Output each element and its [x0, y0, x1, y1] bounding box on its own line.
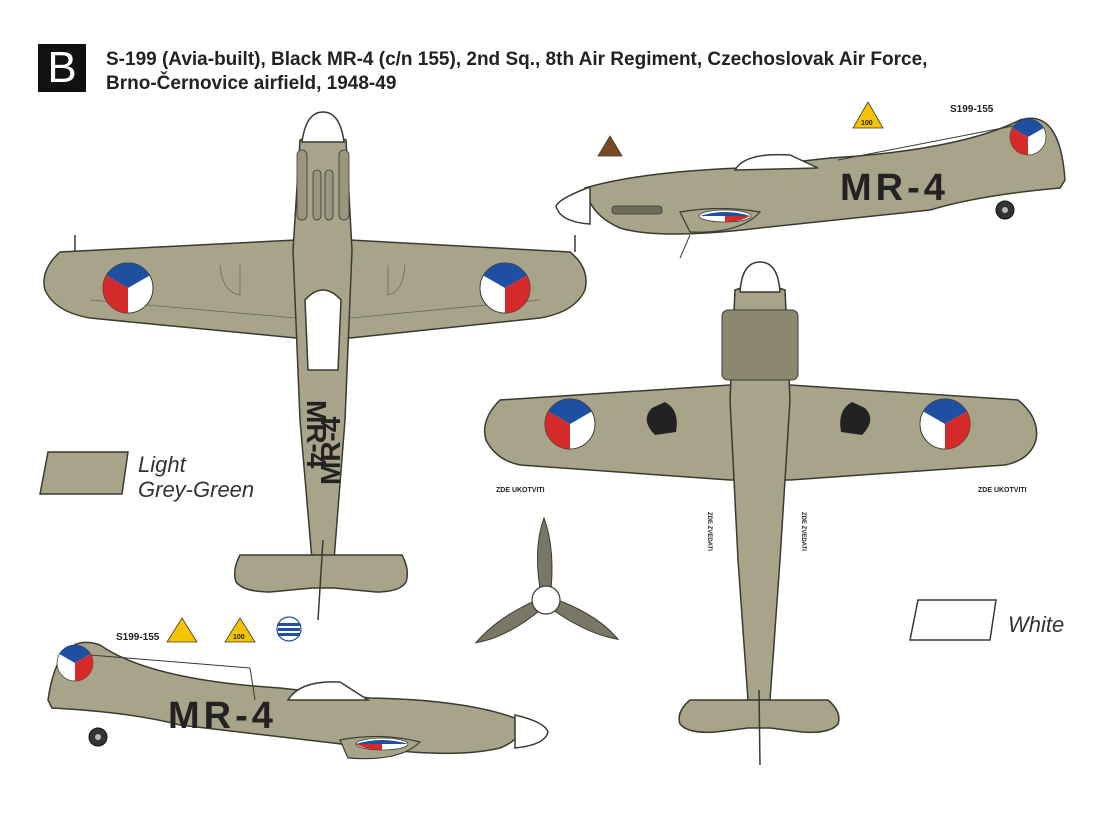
top-view-roundel-left — [102, 262, 154, 314]
plate-letter-badge: B — [38, 44, 86, 92]
top-view-roundel-right — [479, 262, 531, 314]
port-profile-fuselage — [47, 641, 522, 755]
starboard-profile-aircraft: MR-4 S199-155 100 — [555, 101, 1066, 259]
starboard-profile-fin-roundel — [1009, 118, 1047, 156]
propeller-detail — [474, 516, 620, 644]
underside-roundel-left — [544, 398, 596, 450]
starboard-profile-fuselage — [584, 117, 1066, 235]
white-swatch — [909, 599, 997, 641]
light-grey-green-label-line2: Grey-Green — [138, 477, 255, 502]
port-yellow-triangle — [166, 617, 198, 643]
underside-roundel-right — [919, 398, 971, 450]
port-profile-canopy — [286, 681, 371, 701]
top-view-spinner — [301, 111, 345, 143]
underside-stencil-tie-down-left: ZDE UKOTVITI — [496, 487, 545, 494]
underside-stencil-lift-right: ZDE ZVEDATI — [800, 512, 806, 551]
light-grey-green-swatch — [39, 451, 129, 495]
starboard-octane-label: 100 — [861, 120, 873, 127]
port-octane-triangle — [224, 617, 256, 643]
top-view-code-port: MR-4 — [301, 400, 332, 469]
port-profile-aircraft: MR-4 S199-155 100 — [47, 616, 549, 760]
top-view-aircraft: MR-4 MR-4 — [43, 111, 587, 621]
underside-stencil-lift-left: ZDE ZVEDATI — [706, 512, 712, 551]
starboard-brown-triangle — [597, 135, 623, 157]
starboard-profile-canopy — [733, 153, 819, 171]
starboard-profile-spinner — [555, 185, 591, 225]
underside-stencil-tie-down-right: ZDE UKOTVITI — [978, 487, 1027, 494]
port-profile-spinner — [514, 714, 549, 749]
plate-title: S-199 (Avia-built), Black MR-4 (c/n 155)… — [106, 48, 1086, 96]
plate-title-line2: Brno-Černovice airfield, 1948-49 — [106, 73, 397, 94]
port-profile-serial: S199-155 — [116, 632, 160, 643]
starboard-octane-triangle — [852, 101, 884, 129]
starboard-profile-serial: S199-155 — [950, 104, 994, 115]
light-grey-green-label-line1: Light — [138, 452, 186, 477]
port-octane-label: 100 — [233, 634, 245, 641]
white-label: White — [1008, 612, 1065, 637]
top-view-code-starboard: MR-4 — [315, 416, 346, 485]
top-view-canopy — [304, 289, 342, 371]
plate-title-line1: S-199 (Avia-built), Black MR-4 (c/n 155)… — [106, 49, 928, 70]
starboard-profile-code: MR-4 — [840, 167, 949, 209]
port-striped-disc — [276, 616, 302, 642]
light-grey-green-label: Light Grey-Green — [138, 452, 254, 502]
port-profile-fin-roundel — [56, 644, 94, 682]
port-profile-code: MR-4 — [168, 695, 277, 737]
underside-view-aircraft: ZDE UKOTVITI ZDE UKOTVITI ZDE ZVEDATI ZD… — [483, 261, 1038, 766]
underside-view-spinner — [739, 261, 781, 293]
